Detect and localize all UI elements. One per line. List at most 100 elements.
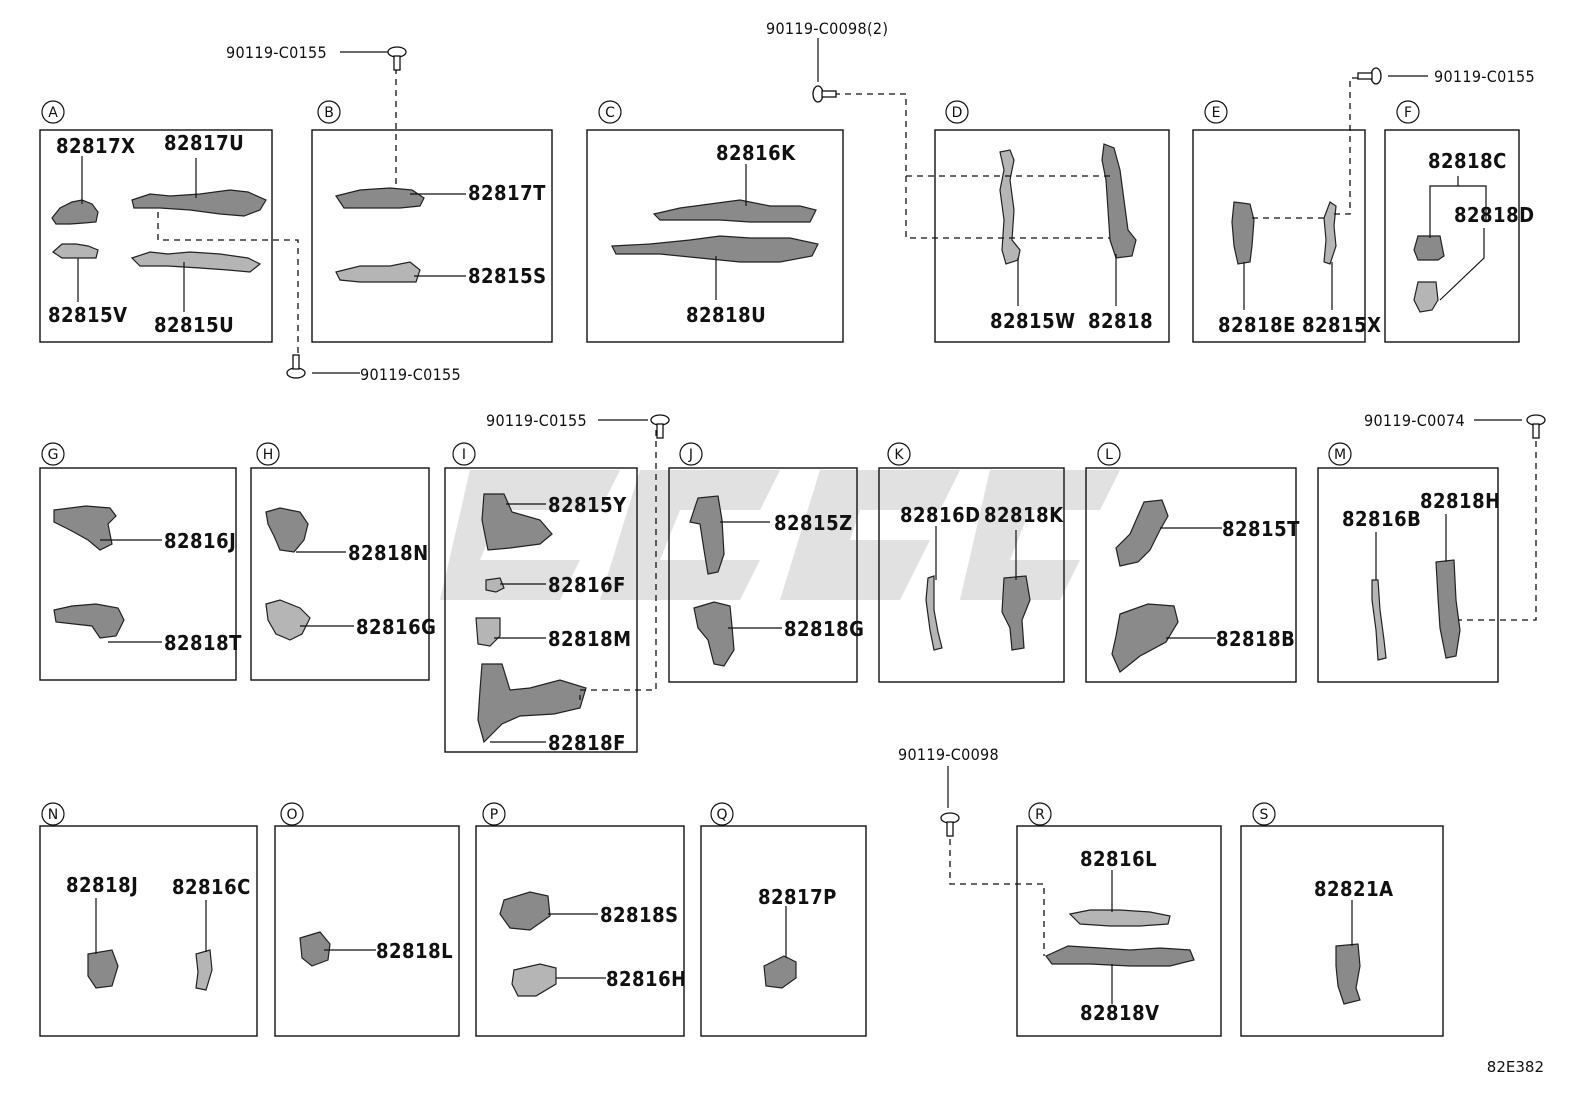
group-letter-circle: [598, 100, 622, 124]
group-letter: P: [490, 807, 498, 823]
bolt-icon: [812, 85, 837, 103]
bolt-label: 90119-C0074: [1364, 411, 1465, 430]
bolt-label: 90119-C0098: [898, 745, 999, 764]
group-box-c: [586, 129, 844, 343]
group-letter: N: [48, 807, 58, 823]
group-letter-circle: [679, 442, 703, 466]
part-number-label: 82821A: [1314, 877, 1394, 901]
group-letter-circle: [1028, 802, 1052, 826]
group-letter-circle: [887, 442, 911, 466]
group-letter: Q: [716, 807, 727, 823]
group-letter-circle: [41, 802, 65, 826]
part-number-label: 82818J: [66, 873, 138, 897]
part-number-label: 82816H: [606, 967, 687, 991]
group-letter-circle: [1097, 442, 1121, 466]
group-letter: E: [1212, 105, 1221, 121]
group-box-d: [934, 129, 1170, 343]
part-number-label: 82818C: [1428, 149, 1507, 173]
part-number-label: 82816K: [716, 141, 796, 165]
group-letter: A: [48, 105, 58, 121]
part-number-label: 82815T: [1222, 517, 1300, 541]
group-letter-circle: [945, 100, 969, 124]
group-letter: I: [462, 447, 466, 463]
group-letter: H: [263, 447, 274, 463]
group-box-i: [444, 467, 638, 753]
group-letter-circle: [256, 442, 280, 466]
part-number-label: 82816B: [1342, 507, 1421, 531]
bolt-label: 90119-C0155: [360, 365, 461, 384]
group-letter: O: [286, 807, 297, 823]
group-letter: F: [1404, 105, 1412, 121]
group-box-m: [1317, 467, 1499, 683]
part-shapes: [51, 143, 1461, 1005]
part-number-label: 82817P: [758, 885, 837, 909]
part-number-label: 82816C: [172, 875, 251, 899]
group-box-f: [1384, 129, 1520, 343]
part-number-label: 82818M: [548, 627, 632, 651]
bolt-icon: [1357, 67, 1382, 85]
group-letter-circle: [1204, 100, 1228, 124]
part-number-label: 82815W: [990, 309, 1075, 333]
group-letter-circle: [1396, 100, 1420, 124]
part-number-label: 82817X: [56, 134, 135, 158]
group-box-r: [1016, 825, 1222, 1037]
part-number-label: 82816F: [548, 573, 626, 597]
part-number-label: 82816G: [356, 615, 436, 639]
group-letter: M: [1334, 447, 1346, 463]
group-letter: K: [894, 447, 904, 463]
bolt-label: 90119-C0155: [226, 43, 327, 62]
part-number-label: 82816J: [164, 529, 236, 553]
part-number-label: 82818E: [1218, 313, 1296, 337]
group-box-p: [475, 825, 685, 1037]
part-number-label: 82818F: [548, 731, 626, 755]
part-number-label: 82817U: [164, 131, 244, 155]
bolt-icon: [1526, 414, 1546, 439]
group-box-k: [878, 467, 1065, 683]
part-number-label: 82818U: [686, 303, 766, 327]
group-letter-circle: [41, 100, 65, 124]
part-number-label: 82818T: [164, 631, 242, 655]
part-number-label: 82816L: [1080, 847, 1157, 871]
bolt-label: 90119-C0155: [1434, 67, 1535, 86]
dashed-connectors: [157, 68, 1537, 956]
group-letter-circle: [482, 802, 506, 826]
group-letter-circle: [710, 802, 734, 826]
part-number-label: 82818B: [1216, 627, 1295, 651]
group-box-j: [668, 467, 858, 683]
bolt-icon: [286, 354, 306, 379]
bolt-icon: [940, 812, 960, 837]
group-letter: D: [952, 105, 963, 121]
group-box-e: [1192, 129, 1366, 343]
group-box-s: [1240, 825, 1444, 1037]
part-number-label: 82815V: [48, 303, 128, 327]
part-number-label: 82815S: [468, 264, 547, 288]
group-letter: C: [605, 105, 615, 121]
group-letter: B: [324, 105, 334, 121]
bolt-label: 90119-C0155: [486, 411, 587, 430]
watermark-logo: [440, 470, 1120, 600]
part-number-label: 82818D: [1454, 203, 1535, 227]
group-letter: S: [1260, 807, 1269, 823]
group-box-o: [274, 825, 460, 1037]
group-letter-circle: [317, 100, 341, 124]
bolt-icons: [286, 46, 1546, 837]
group-letter-circle: [452, 442, 476, 466]
group-letter: L: [1105, 447, 1113, 463]
group-letter-circle: [1328, 442, 1352, 466]
group-box-l: [1085, 467, 1297, 683]
group-letter: R: [1035, 807, 1045, 823]
group-box-n: [39, 825, 258, 1037]
part-number-label: 82818: [1088, 309, 1153, 333]
part-number-label: 82815Z: [774, 511, 853, 535]
group-letter: J: [688, 447, 693, 463]
part-number-label: 82818K: [984, 503, 1064, 527]
group-letter: G: [48, 447, 59, 463]
part-number-label: 82818N: [348, 541, 429, 565]
leader-lines: [77, 38, 1522, 1004]
bolt-icon: [387, 46, 407, 71]
diagram-code: 82E382: [1487, 1058, 1544, 1076]
part-number-label: 82816D: [900, 503, 981, 527]
group-letter-circle: [41, 442, 65, 466]
part-number-label: 82817T: [468, 181, 546, 205]
